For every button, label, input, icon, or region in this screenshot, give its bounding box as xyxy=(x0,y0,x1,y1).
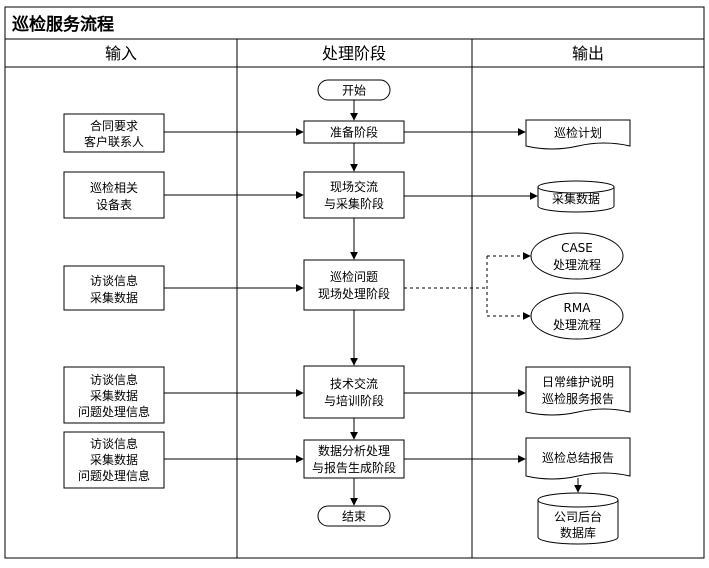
step-issue-line1: 巡检问题 xyxy=(330,269,378,284)
input-training-line3: 问题处理信息 xyxy=(78,404,150,419)
input-equipment-line2: 设备表 xyxy=(96,198,132,212)
input-interview-line2: 采集数据 xyxy=(90,290,138,305)
input-analysis-line1: 访谈信息 xyxy=(90,436,138,451)
process-step-issue-handling: 巡检问题 现场处理阶段 xyxy=(303,259,405,311)
output-db-company-backend: 公司后台 数据库 xyxy=(537,492,619,545)
step-analysis-line2: 与报告生成阶段 xyxy=(312,460,396,475)
step-training-line2: 与培训阶段 xyxy=(324,393,384,408)
case-line1: CASE xyxy=(561,241,593,255)
output-collected-data-label: 采集数据 xyxy=(552,191,600,206)
input-analysis-line3: 问题处理信息 xyxy=(78,468,150,483)
output-plan-label: 巡检计划 xyxy=(554,125,602,140)
step-analysis-line1: 数据分析处理 xyxy=(318,443,390,458)
start-terminator: 开始 xyxy=(317,79,391,101)
input-box-interview: 访谈信息 采集数据 xyxy=(63,265,165,311)
input-box-contract: 合同要求 客户联系人 xyxy=(63,113,165,153)
outer-frame xyxy=(4,6,705,559)
lane-header-input: 输入 xyxy=(105,44,137,63)
process-step-onsite-collect: 现场交流 与采集阶段 xyxy=(303,171,405,219)
input-box-analysis: 访谈信息 采集数据 问题处理信息 xyxy=(63,431,165,489)
step-issue-line2: 现场处理阶段 xyxy=(318,286,390,301)
input-training-line1: 访谈信息 xyxy=(90,372,138,387)
rma-line2: 处理流程 xyxy=(553,317,601,332)
step-onsite-line2: 与采集阶段 xyxy=(324,196,384,211)
lane-header-process: 处理阶段 xyxy=(322,44,386,63)
process-step-prepare: 准备阶段 xyxy=(303,120,405,144)
case-line2: 处理流程 xyxy=(553,257,601,272)
lane-header-output: 输出 xyxy=(572,44,604,63)
maintenance-line2: 巡检服务报告 xyxy=(542,391,614,406)
input-box-equipment: 巡检相关 设备表 xyxy=(63,171,165,219)
input-training-line2: 采集数据 xyxy=(90,388,138,403)
input-equipment-line1: 巡检相关 xyxy=(90,180,138,195)
input-contract-line1: 合同要求 xyxy=(90,118,138,133)
process-step-training: 技术交流 与培训阶段 xyxy=(303,365,405,419)
rma-line1: RMA xyxy=(564,301,592,315)
process-step-analysis-report: 数据分析处理 与报告生成阶段 xyxy=(303,439,405,479)
db-line2: 数据库 xyxy=(560,525,596,540)
db-line1: 公司后台 xyxy=(554,509,602,524)
input-contract-line2: 客户联系人 xyxy=(84,134,144,149)
summary-report-label: 巡检总结报告 xyxy=(542,450,614,465)
output-doc-summary-report: 巡检总结报告 xyxy=(525,437,631,480)
output-db-collected-data: 采集数据 xyxy=(537,180,615,213)
step-training-line1: 技术交流 xyxy=(330,376,378,391)
maintenance-line1: 日常维护说明 xyxy=(542,374,614,389)
input-interview-line1: 访谈信息 xyxy=(90,273,138,288)
step-prepare-label: 准备阶段 xyxy=(330,125,378,140)
end-label: 结束 xyxy=(342,510,366,524)
output-doc-plan: 巡检计划 xyxy=(525,119,631,150)
output-doc-maintenance-report: 日常维护说明 巡检服务报告 xyxy=(525,366,631,416)
start-label: 开始 xyxy=(342,84,366,98)
output-case-flow: CASE 处理流程 xyxy=(530,232,624,280)
input-box-training: 访谈信息 采集数据 问题处理信息 xyxy=(63,366,165,424)
step-onsite-line1: 现场交流 xyxy=(330,179,378,194)
input-analysis-line2: 采集数据 xyxy=(90,452,138,467)
output-rma-flow: RMA 处理流程 xyxy=(530,292,624,340)
diagram-title: 巡检服务流程 xyxy=(12,14,114,35)
end-terminator: 结束 xyxy=(317,505,391,527)
